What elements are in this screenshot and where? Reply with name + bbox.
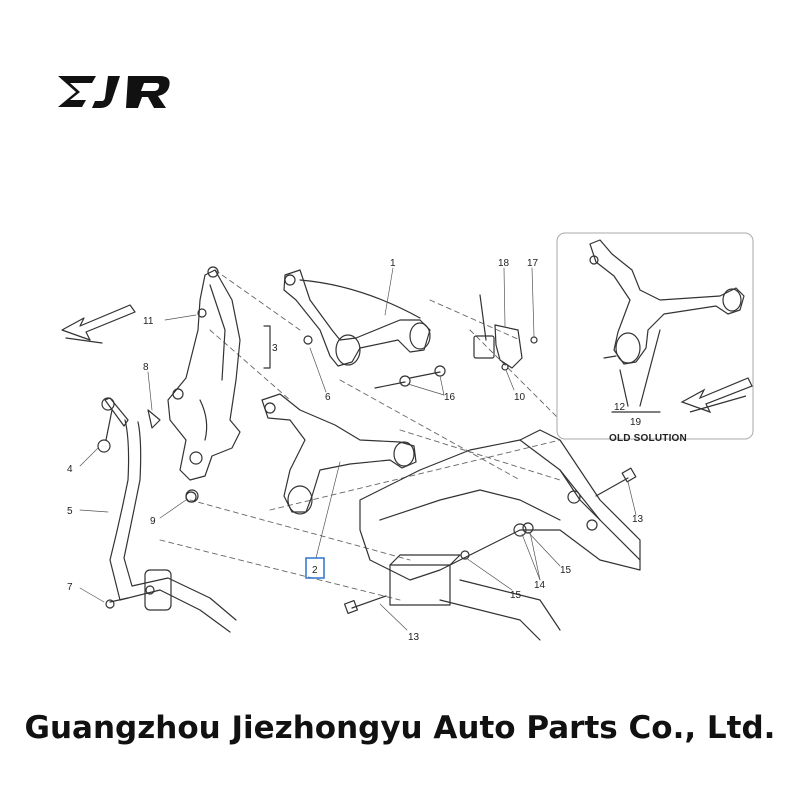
callout-6: 6 [325, 392, 331, 403]
callout-18: 18 [498, 258, 510, 269]
callout-2: 2 [312, 565, 318, 576]
callout-15-right: 15 [560, 565, 572, 576]
callout-7: 7 [67, 582, 73, 593]
callout-14: 14 [534, 580, 546, 591]
direction-arrow-left-icon [61, 304, 136, 344]
callout-13-bottom: 13 [408, 632, 420, 643]
callout-16: 16 [444, 392, 456, 403]
callout-17: 17 [527, 258, 539, 269]
highlight-box-part-2 [305, 557, 325, 579]
bolts [105, 365, 637, 615]
callout-1: 1 [390, 258, 396, 269]
upper-control-arm [283, 269, 431, 367]
callout-15-bottom: 15 [510, 590, 522, 601]
callout-4: 4 [67, 464, 73, 475]
old-solution-inset [556, 232, 754, 440]
callout-10: 10 [514, 392, 526, 403]
height-sensor [473, 294, 538, 371]
callout-19: 19 [630, 417, 642, 428]
callout-8: 8 [143, 362, 149, 373]
callout-11: 11 [143, 316, 154, 327]
inset-caption: OLD SOLUTION [609, 433, 687, 444]
brand-logo [56, 70, 188, 118]
company-name: Guangzhou Jiezhongyu Auto Parts Co., Ltd… [24, 710, 776, 746]
lower-control-arm [261, 393, 417, 515]
callout-9: 9 [150, 516, 156, 527]
steering-knuckle [167, 266, 241, 503]
ejr-logo-icon [58, 76, 170, 108]
callout-12: 12 [614, 402, 626, 413]
subframe [359, 429, 641, 641]
direction-arrow-inset-icon [680, 377, 753, 414]
stabilizer-bar [97, 397, 237, 633]
callout-5: 5 [67, 506, 73, 517]
callout-13-right: 13 [632, 514, 644, 525]
callout-3: 3 [272, 343, 278, 354]
